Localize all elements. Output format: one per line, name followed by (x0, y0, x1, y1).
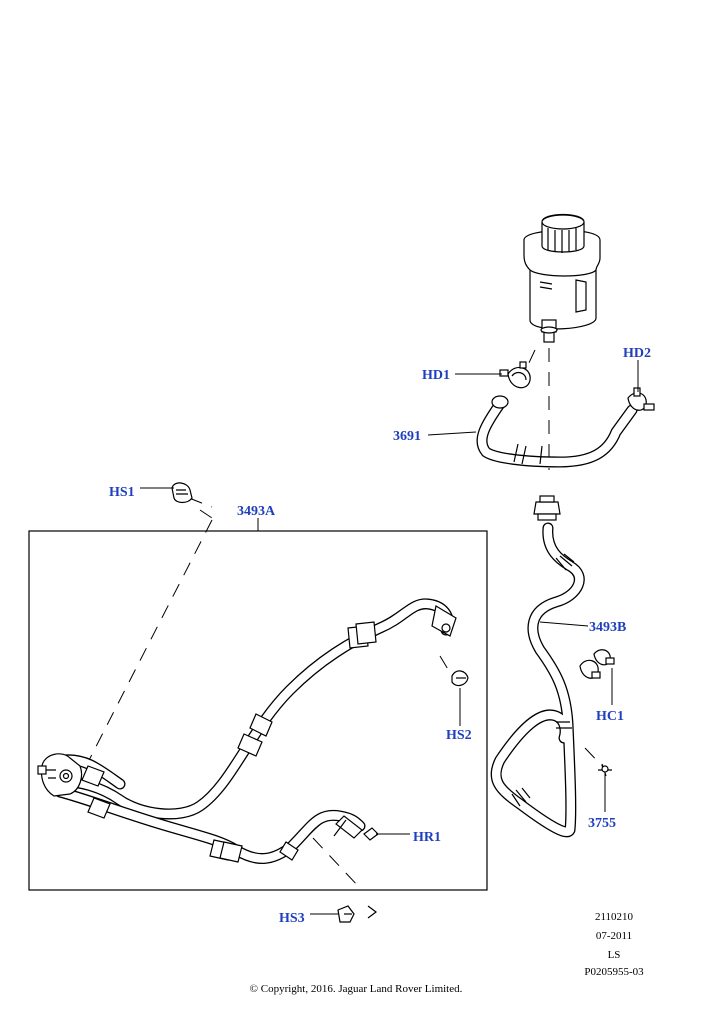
diagram-region: LS (608, 949, 621, 961)
callout-hc1[interactable]: HC1 (596, 709, 624, 724)
bolt-icon[interactable] (337, 905, 377, 923)
callout-hs2[interactable]: HS2 (446, 728, 472, 743)
callout-hd1[interactable]: HD1 (422, 368, 450, 383)
callout-3493b[interactable]: 3493B (589, 620, 626, 635)
bolt-icon[interactable] (171, 482, 193, 504)
diagram-ref: P0205955-03 (584, 966, 644, 978)
diagram-code: 2110210 (595, 911, 634, 923)
callout-3755[interactable]: 3755 (588, 816, 616, 831)
retainer-icon[interactable] (363, 827, 379, 841)
fitting-icon (533, 495, 561, 521)
hose-3691 (476, 395, 638, 468)
hose-3493a (37, 598, 457, 865)
hose-3493b (490, 522, 585, 838)
callout-hd2[interactable]: HD2 (623, 346, 651, 361)
reservoir-icon (523, 213, 601, 343)
callout-hs1[interactable]: HS1 (109, 485, 135, 500)
callout-3691[interactable]: 3691 (393, 429, 421, 444)
callout-hr1[interactable]: HR1 (413, 830, 441, 845)
hose-clip-icon[interactable] (627, 387, 655, 411)
bolt-icon[interactable] (451, 670, 469, 687)
copyright: © Copyright, 2016. Jaguar Land Rover Lim… (250, 983, 463, 995)
callout-3493a[interactable]: 3493A (237, 504, 276, 519)
diagram-date: 07-2011 (596, 930, 632, 942)
clamp-icon[interactable] (579, 649, 615, 679)
callout-hs3[interactable]: HS3 (279, 911, 305, 926)
hose-clip-icon[interactable] (499, 361, 531, 389)
